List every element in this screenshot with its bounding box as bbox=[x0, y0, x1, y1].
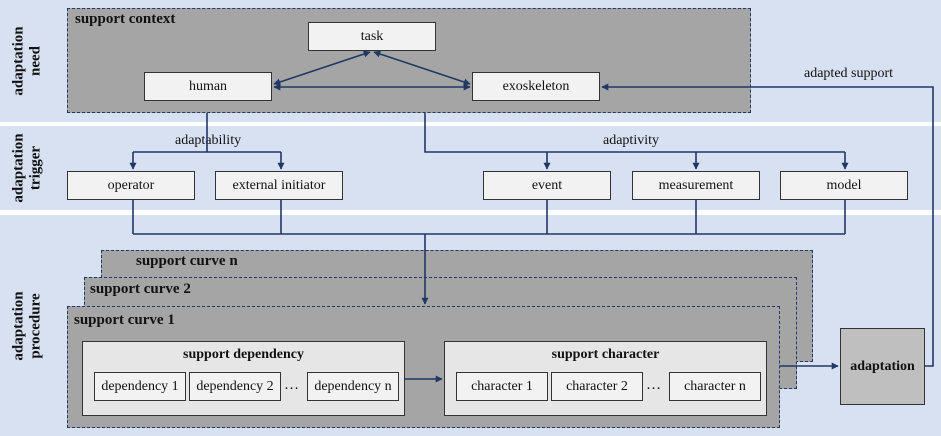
support-dependency-title: support dependency bbox=[183, 347, 304, 362]
support-curve-n-title: support curve n bbox=[136, 253, 238, 269]
character-2-box: character 2 bbox=[551, 372, 643, 401]
adapted-support-arrow bbox=[601, 83, 934, 367]
support-context-title: support context bbox=[75, 11, 176, 27]
model-box: model bbox=[780, 171, 908, 200]
support-character-title: support character bbox=[551, 347, 660, 362]
exoskeleton-box: exoskeleton bbox=[472, 72, 600, 101]
adapted-support-label: adapted support bbox=[804, 66, 894, 81]
support-curve-1-title: support curve 1 bbox=[74, 312, 175, 328]
support-curve-2-title: support curve 2 bbox=[90, 281, 191, 297]
external-initiator-box: external initiator bbox=[215, 171, 343, 200]
adaptability-label: adaptability bbox=[175, 133, 242, 148]
dependency-1-box: dependency 1 bbox=[94, 372, 186, 401]
dependency-ellipsis: … bbox=[284, 377, 299, 393]
event-box: event bbox=[483, 171, 611, 200]
task-box: task bbox=[308, 22, 436, 51]
adaptivity-label: adaptivity bbox=[603, 133, 659, 148]
operator-box: operator bbox=[67, 171, 195, 200]
human-task-arrow bbox=[273, 50, 371, 86]
measurement-box: measurement bbox=[632, 171, 760, 200]
support-character-box: support character character 1 character … bbox=[444, 341, 767, 416]
dependency-2-box: dependency 2 bbox=[189, 372, 281, 401]
character-n-box: character n bbox=[669, 372, 761, 401]
support-dependency-box: support dependency dependency 1 dependen… bbox=[82, 341, 405, 416]
task-exoskeleton-arrow bbox=[373, 50, 471, 86]
character-1-box: character 1 bbox=[456, 372, 548, 401]
dependency-n-box: dependency n bbox=[307, 372, 399, 401]
human-box: human bbox=[144, 72, 272, 101]
character-ellipsis: … bbox=[646, 377, 661, 393]
adaptation-box: adaptation bbox=[840, 328, 925, 405]
